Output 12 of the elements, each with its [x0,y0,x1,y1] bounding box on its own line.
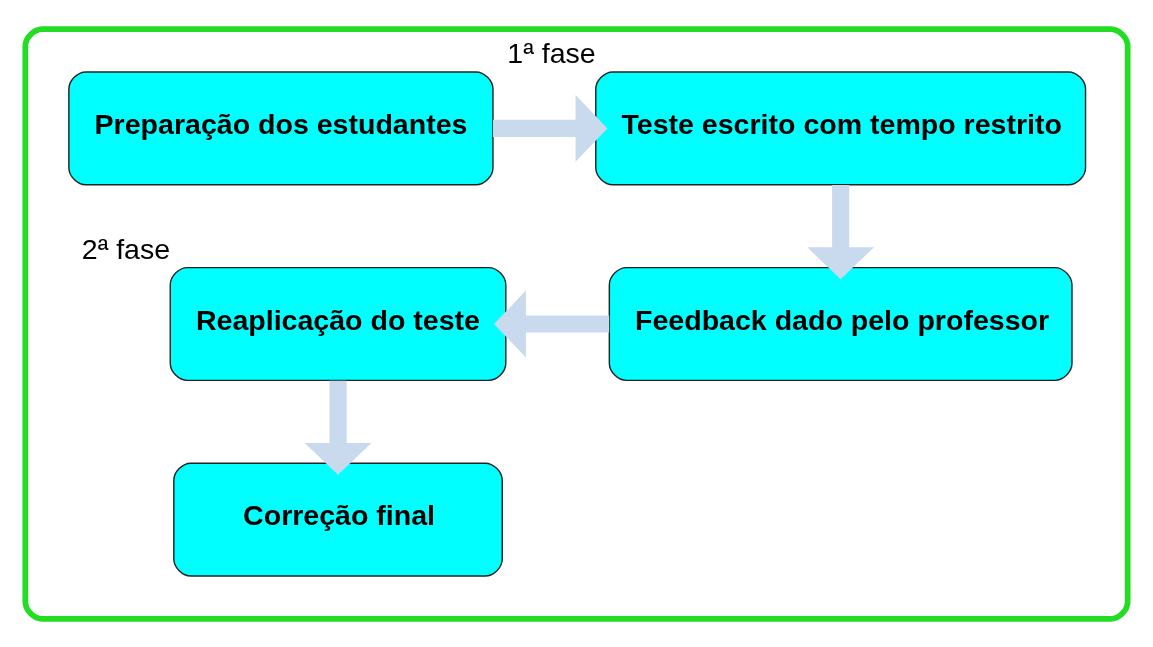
node-box: Correção final [173,462,503,577]
arrow [493,94,608,162]
node-box: Feedback dado pelo professor [608,266,1073,381]
arrow [494,290,610,357]
node-box: Teste escrito com tempo restrito [595,70,1087,185]
node-label: 1ª fase [507,36,596,69]
node-box: Preparação dos estudantes [68,70,494,185]
node-box: Reaplicação do teste [169,266,507,381]
arrow [304,380,372,475]
node-label: 2ª fase [81,232,171,265]
arrow [807,184,875,279]
cluster [22,25,1131,622]
